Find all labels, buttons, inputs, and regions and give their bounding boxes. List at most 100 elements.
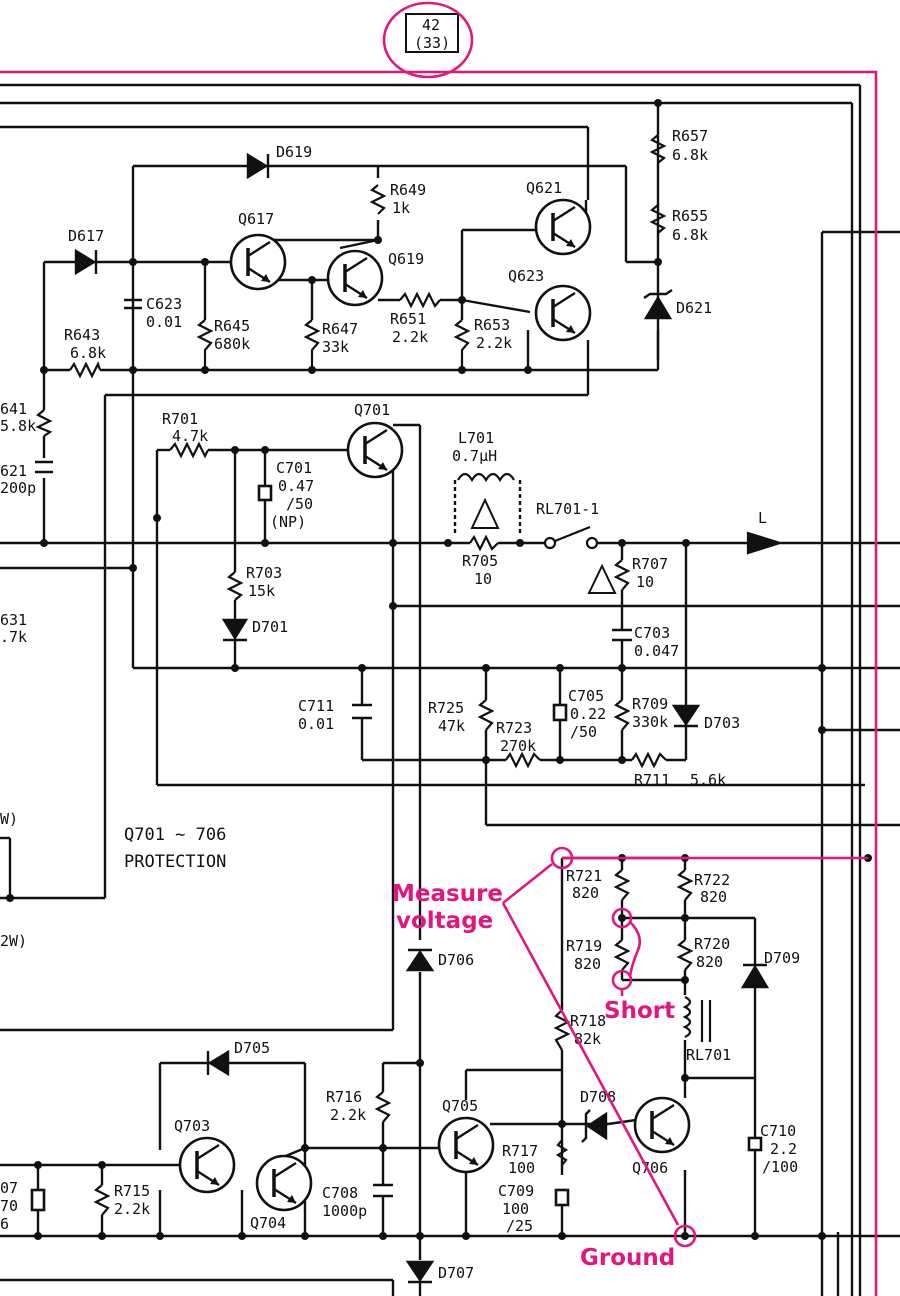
label-d701: D701: [252, 618, 288, 636]
annotation-ground: Ground: [580, 1245, 675, 1271]
label-r725: R725: [428, 699, 464, 717]
short-jumper: [628, 921, 642, 977]
label-rl701-1: RL701-1: [536, 500, 599, 518]
label-r711-value: 5.6k: [690, 771, 726, 789]
annotation-voltage: voltage: [396, 908, 493, 934]
diode-d709: [740, 963, 770, 989]
label-r641-value: 5.8k: [0, 417, 36, 435]
resistor-r715: [93, 1184, 111, 1216]
capacitor-c705: [552, 703, 568, 722]
ground-point-circle: [673, 1224, 697, 1248]
transistor-q701: [346, 421, 404, 479]
capacitors: [30, 298, 763, 1212]
diagram-title-line2: PROTECTION: [124, 852, 226, 872]
page-ref-bottom: (33): [414, 34, 450, 52]
capacitor-c621: [35, 460, 53, 474]
diagram-title-line1: Q701 ∼ 706: [124, 825, 226, 845]
label-c705: C705: [568, 687, 604, 705]
label-c623-value: 0.01: [146, 313, 182, 331]
transistor-q623: [534, 284, 592, 342]
label-c701-type: (NP): [270, 513, 306, 531]
label-r719: R719: [566, 937, 602, 955]
diode-d705: [206, 1049, 230, 1077]
transistor-q703: [178, 1136, 236, 1194]
label-c621: 621: [0, 462, 27, 480]
label-c708: C708: [322, 1184, 358, 1202]
label-c705-voltage: /50: [570, 723, 597, 741]
capacitor-c623: [124, 298, 142, 310]
capacitor-c710: [747, 1136, 763, 1152]
label-r707-value: 10: [636, 573, 654, 591]
resistor-r725: [477, 699, 495, 731]
label-d703: D703: [704, 714, 740, 732]
ground-pointer: [501, 902, 680, 1226]
label-r721: R721: [566, 867, 602, 885]
resistor-r705: [469, 534, 499, 552]
resistor-r722: [676, 869, 694, 901]
label-r649-value: 1k: [392, 199, 410, 217]
label-r647-value: 33k: [322, 338, 349, 356]
label-r715-value: 2.2k: [114, 1200, 150, 1218]
label-q619: Q619: [388, 250, 424, 268]
diode-d703: [671, 704, 701, 728]
label-r703: R703: [246, 564, 282, 582]
label-2w: 2W): [0, 932, 27, 950]
safety-warning-icon-2: [587, 563, 617, 594]
label-c711-value: 0.01: [298, 715, 334, 733]
label-c707-voltage: 6: [0, 1215, 9, 1233]
label-r703-value: 15k: [248, 582, 275, 600]
page-reference-box: 42 (33): [405, 13, 459, 53]
label-c709-value: 100: [502, 1200, 529, 1218]
label-d621: D621: [676, 299, 712, 317]
measure-point-circle: [550, 846, 574, 870]
label-r651-value: 2.2k: [392, 328, 428, 346]
resistor-r641: [35, 409, 53, 437]
misc-components: [457, 472, 784, 1042]
label-c703: C703: [634, 624, 670, 642]
annotation-measure: Measure: [392, 881, 503, 907]
capacitor-c703: [612, 628, 632, 642]
resistor-r655: [649, 204, 667, 234]
diode-d707: [405, 1260, 435, 1284]
component-labels: D619 D617 D621 R657 6.8k R655 6.8k R649 …: [0, 127, 800, 1282]
resistors: [35, 134, 694, 1216]
label-c707: 07: [0, 1179, 18, 1197]
short-point-top: [611, 907, 633, 929]
transistor-q706: [633, 1096, 691, 1154]
transistor-q704: [255, 1154, 313, 1212]
label-r631-value: .7k: [0, 628, 27, 646]
label-r718: R718: [570, 1012, 606, 1030]
label-r641: 641: [0, 400, 27, 418]
label-r643-value: 6.8k: [70, 344, 106, 362]
label-r645-value: 680k: [214, 335, 250, 353]
label-c709-voltage: /25: [506, 1217, 533, 1235]
diode-d706: [405, 948, 435, 972]
label-c707-value: 70: [0, 1197, 18, 1215]
label-c701: C701: [276, 459, 312, 477]
resistor-r651: [399, 291, 441, 309]
label-r655-value: 6.8k: [672, 226, 708, 244]
label-r725-value: 47k: [438, 717, 465, 735]
label-r709-value: 330k: [632, 713, 668, 731]
label-q705: Q705: [442, 1097, 478, 1115]
resistor-r653: [453, 319, 471, 370]
label-r709: R709: [632, 695, 668, 713]
relay-coil-rl701: [682, 996, 692, 1038]
annotation-overlay: [0, 1, 878, 1296]
signal-path-outline: [0, 70, 878, 1296]
label-r701: R701: [162, 410, 198, 428]
label-l701: L701: [458, 429, 494, 447]
resistor-r647: [303, 319, 321, 370]
label-q617: Q617: [238, 210, 274, 228]
label-rl701: RL701: [686, 1046, 731, 1064]
transistor-q705: [437, 1116, 495, 1174]
label-r655: R655: [672, 207, 708, 225]
label-r715: R715: [114, 1182, 150, 1200]
label-c710: C710: [760, 1122, 796, 1140]
label-q623: Q623: [508, 267, 544, 285]
label-c705-value: 0.22: [570, 705, 606, 723]
label-r721-value: 820: [572, 884, 599, 902]
resistor-r723: [505, 751, 541, 769]
label-r720-value: 820: [696, 953, 723, 971]
label-c623: C623: [146, 295, 182, 313]
